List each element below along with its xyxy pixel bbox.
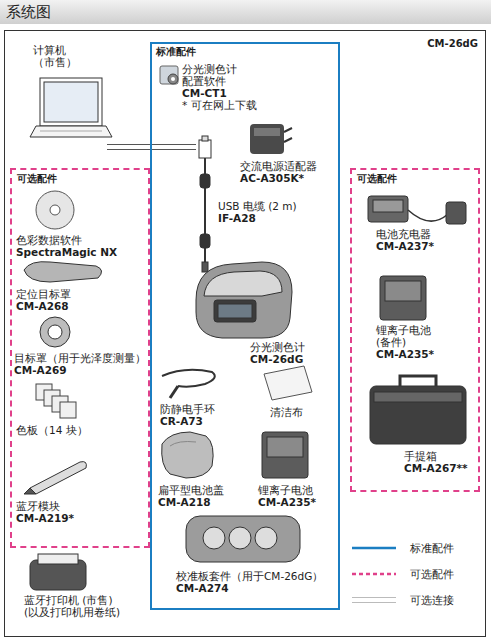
case-option: 手提箱CM-A267** — [404, 450, 468, 474]
item-label: 标准配件 — [156, 46, 334, 58]
item-label: 交流电源适配器 — [240, 160, 317, 172]
item-label: 蓝牙模块 — [16, 500, 74, 512]
model-number: CM-A268 — [16, 300, 71, 312]
legend-sample-line — [352, 602, 396, 603]
item-label: 可选配件 — [17, 173, 143, 185]
item-label: 分光测色计 配置软件 — [182, 63, 237, 87]
printer-icon — [30, 554, 86, 590]
gloss-mask-option: 目标罩（用于光泽度测量）CM-A269 — [14, 352, 146, 376]
laptop-icon — [30, 78, 112, 137]
model-number: CM-CT1 — [182, 87, 257, 99]
charger-option: 电池充电器CM-A237* — [376, 228, 434, 252]
legend-label: 可选配件 — [410, 568, 454, 580]
calibration-kit-icon — [186, 516, 300, 562]
spectrophotometer-icon — [196, 262, 292, 338]
item-label: 可选配件 — [357, 173, 473, 185]
model-number: IF-A28 — [218, 212, 297, 224]
page-title: 系统图 — [6, 3, 51, 21]
model-number: * 可在网上下载 — [182, 99, 257, 111]
battery-item: 锂离子电池CM-A235* — [258, 484, 316, 508]
cleaning-cloth-icon — [264, 366, 312, 400]
color-tiles-option: 色板（14 块） — [16, 424, 88, 436]
item-label: 锂离子电池 (备件) — [376, 324, 431, 348]
item-label: 计算机 （市售） — [33, 44, 77, 68]
item-label: USB 电缆 (2 m) — [218, 200, 297, 212]
item-label: 扁平型电池盖 — [158, 484, 224, 496]
legend-sample-line — [352, 547, 396, 550]
usb-cable-icon — [199, 136, 211, 272]
connection-line — [107, 149, 196, 150]
adapter-item: 交流电源适配器AC-A305K* — [240, 160, 317, 184]
printer-item: 蓝牙打印机 (市售) (以及打印机用卷纸) — [24, 594, 120, 618]
title-bar: 系统图 — [0, 0, 491, 24]
model-number: CM-A235* — [258, 496, 316, 508]
model-number: CM-A269 — [14, 364, 146, 376]
optional-group-right: 可选配件电池充电器CM-A237*锂离子电池 (备件)CM-A235*手提箱CM… — [350, 168, 480, 492]
model-number: CM-A237* — [376, 240, 434, 252]
bluetooth-module-icon — [24, 462, 86, 494]
computer-item: 计算机 （市售） — [25, 44, 107, 156]
model-number: AC-A305K* — [240, 172, 317, 184]
calibration-kit-item: 校准板套件（用于CM-26dG）CM-A274 — [176, 570, 323, 594]
bluetooth-option: 蓝牙模块CM-A219* — [16, 500, 74, 524]
model-number: CM-A218 — [158, 496, 224, 508]
spare-battery-icon — [380, 276, 426, 320]
cloth-item: 清洁布 — [270, 406, 303, 418]
target-mask-option: 定位目标罩CM-A268 — [16, 288, 71, 312]
model-number: CM-A267** — [404, 462, 468, 474]
item-label: 电池充电器 — [376, 228, 434, 240]
item-label: 蓝牙打印机 (市售) (以及打印机用卷纸) — [24, 594, 120, 618]
spare-battery-option: 锂离子电池 (备件)CM-A235* — [376, 324, 434, 360]
item-label: 校准板套件（用于CM-26dG） — [176, 570, 323, 582]
model-number: CM-A274 — [176, 582, 323, 594]
item-label: 清洁布 — [270, 406, 303, 418]
item-label: 手提箱 — [404, 450, 468, 462]
software-item: 分光测色计 配置软件CM-CT1* 可在网上下载 — [182, 63, 257, 111]
item-label: 目标罩（用于光泽度测量） — [14, 352, 146, 364]
model-number: CR-A73 — [160, 415, 215, 427]
legend-label: 可选连接 — [410, 594, 454, 606]
cd-icon — [36, 191, 74, 229]
battery-cover-item: 扁平型电池盖CM-A218 — [158, 484, 224, 508]
carrying-case-icon — [370, 376, 466, 444]
item-label: 锂离子电池 — [258, 484, 316, 496]
item-label: 防静电手环 — [160, 403, 215, 415]
legend-label: 标准配件 — [410, 542, 454, 554]
battery-icon — [262, 432, 308, 478]
target-mask-icon — [24, 262, 102, 282]
charger-icon — [368, 196, 466, 224]
ac-adapter-icon — [250, 124, 292, 154]
legend-sample — [352, 568, 398, 580]
item-label: CM-26dG — [427, 36, 478, 51]
model-number: CM-26dG — [250, 353, 305, 365]
wrist-strap-icon — [162, 370, 215, 398]
gloss-mask-icon — [40, 317, 70, 347]
connection-double-line — [107, 145, 196, 150]
connection-line — [107, 144, 196, 145]
legend-sample-line — [352, 597, 396, 598]
usb-cable-item: USB 电缆 (2 m)IF-A28 — [196, 138, 297, 224]
software-option: 色彩数据软件SpectraMagic NX — [16, 234, 117, 258]
model-number: CM-A219* — [16, 512, 74, 524]
item-label: 色彩数据软件 — [16, 234, 117, 246]
wrist-strap-item: 防静电手环CR-A73 — [160, 403, 215, 427]
item-label: 定位目标罩 — [16, 288, 71, 300]
spectrophotometer-item: 分光测色计CM-26dG — [250, 341, 305, 365]
legend-sample — [352, 542, 398, 554]
color-tiles-icon — [36, 384, 76, 418]
legend-sample-line — [352, 573, 396, 576]
battery-cover-icon — [162, 432, 213, 478]
legend-sample — [352, 594, 398, 606]
model-number: CM-A235* — [376, 348, 434, 360]
model-number: SpectraMagic NX — [16, 246, 117, 258]
software-icon — [160, 66, 178, 84]
optional-group-left: 可选配件色彩数据软件SpectraMagic NX 定位目标罩CM-A268 目标罩… — [10, 168, 150, 548]
standard-group: 标准配件分光测色计 配置软件CM-CT1* 可在网上下载交流电源适配器AC-A3… — [150, 42, 340, 610]
item-label: 色板（14 块） — [16, 424, 88, 436]
item-label: 分光测色计 — [250, 341, 305, 353]
